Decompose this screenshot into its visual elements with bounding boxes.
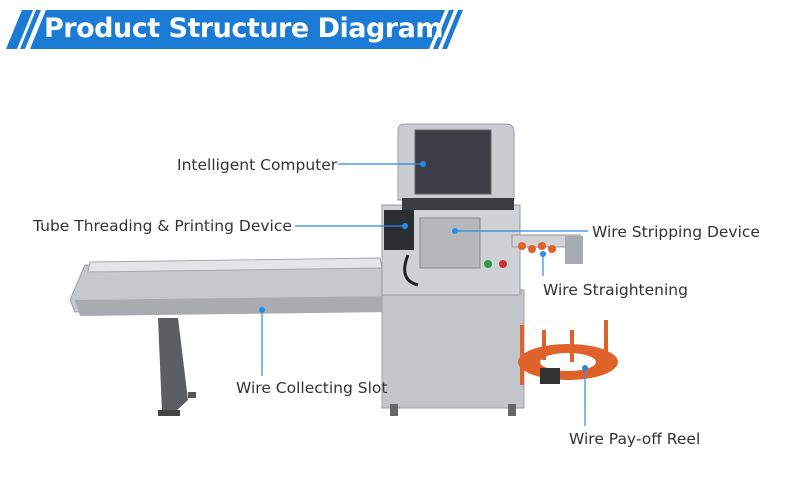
wire-collecting-slot-shape — [69, 257, 393, 416]
label-wire-straightening: Wire Straightening — [543, 281, 688, 299]
label-tube-threading: Tube Threading & Printing Device — [33, 217, 292, 235]
label-wire-collecting: Wire Collecting Slot — [236, 379, 388, 397]
stripping-arm-shape — [511, 234, 583, 264]
payoff-reel-shape — [518, 320, 618, 385]
title-banner — [6, 10, 463, 49]
label-wire-payoff: Wire Pay-off Reel — [569, 430, 701, 448]
label-wire-stripping: Wire Stripping Device — [592, 223, 760, 241]
page-title: Product Structure Diagram — [44, 13, 443, 44]
leader-lines — [259, 161, 588, 426]
machine-cabinet — [381, 204, 525, 416]
computer-shape — [397, 123, 515, 210]
label-intelligent-computer: Intelligent Computer — [177, 156, 338, 174]
